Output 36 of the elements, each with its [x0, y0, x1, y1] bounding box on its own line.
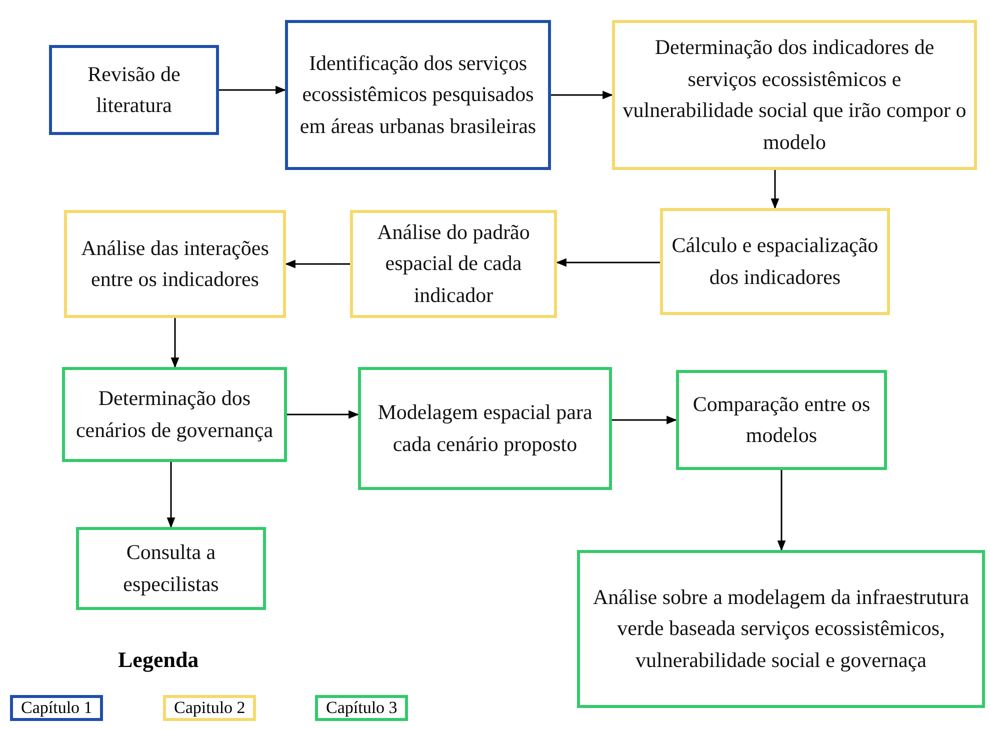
arrow — [284, 260, 350, 268]
process-box — [350, 210, 557, 318]
process-box — [285, 20, 551, 170]
box-text: Análise das interações entre os indicadores — [80, 234, 270, 293]
process-box — [62, 367, 287, 462]
box-text: Determinação dos indicadores de serviços ecossistêmicos e vulnerabilidade social que irão compor o modelo — [622, 34, 968, 156]
arrow — [287, 410, 360, 419]
box-text: Consulta a especilistas — [122, 539, 220, 598]
box-text: Revisão de literatura — [86, 60, 182, 119]
arrow — [166, 462, 176, 528]
arrow — [556, 258, 660, 267]
process-box — [577, 550, 985, 708]
box-text: Análise sobre a modelagem da infraestrutura verde baseada serviços ecossistêmicos, vulnerabilidade social e governaça — [592, 584, 970, 674]
box-text: Identificação dos serviços ecossistêmicos pesquisados em áreas urbanas brasileiras — [298, 50, 538, 140]
box-text: Cálculo e espacialização dos indicadores — [670, 232, 880, 290]
legend-item: Capítulo 1 — [10, 695, 104, 721]
arrow — [777, 470, 786, 552]
legend-title: Legenda — [118, 647, 199, 673]
box-text: Determinação dos cenários de governança — [74, 385, 274, 444]
process-box — [660, 208, 890, 315]
box-text: Comparação entre os modelos — [692, 390, 872, 449]
legend-item: Capitulo 2 — [163, 695, 256, 721]
process-box — [64, 210, 286, 318]
arrow — [170, 318, 180, 368]
arrow — [612, 416, 678, 424]
arrow — [219, 86, 286, 94]
box-text: Modelagem espacial para cada cenário proposto — [376, 399, 594, 458]
box-text: Análise do padrão espacial de cada indicador — [376, 218, 531, 309]
process-box — [358, 367, 612, 490]
legend-item: Capítulo 3 — [315, 695, 408, 721]
process-box — [49, 45, 219, 135]
arrow — [770, 170, 780, 210]
process-box — [612, 20, 977, 170]
process-box — [676, 370, 887, 470]
arrow — [551, 90, 614, 100]
process-box — [76, 527, 266, 610]
